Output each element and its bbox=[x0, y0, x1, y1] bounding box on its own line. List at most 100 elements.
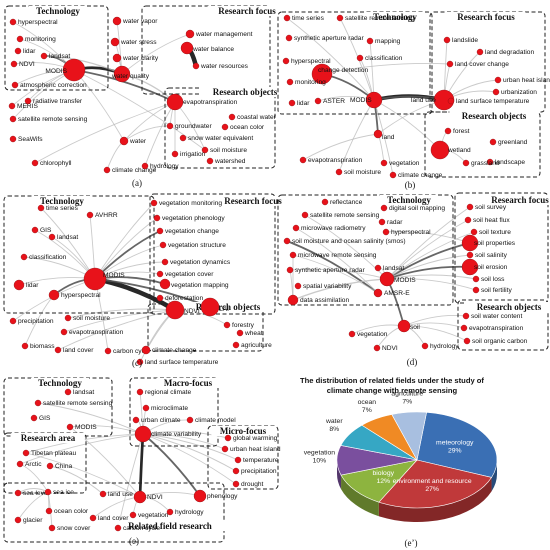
pie-slices bbox=[336, 411, 498, 522]
network-node-e-17 bbox=[14, 489, 22, 497]
network-node-e-6 bbox=[132, 416, 140, 424]
node-label-e-24: NDVI bbox=[147, 494, 163, 501]
network-node-b-6 bbox=[311, 63, 333, 85]
network-node-a-13 bbox=[112, 53, 122, 63]
node-label-a-2: lidar bbox=[23, 48, 36, 55]
network-node-b-18 bbox=[373, 129, 383, 139]
node-label-d-15: soil heat flux bbox=[473, 217, 510, 224]
network-node-c-11 bbox=[159, 241, 167, 249]
node-label-d-22: soil water content bbox=[471, 313, 522, 320]
node-label-d-10: MODIS bbox=[394, 277, 416, 284]
node-label-e-26: hydrology bbox=[175, 509, 204, 516]
category-box-a-1 bbox=[141, 5, 271, 95]
network-edge-a-19 bbox=[123, 125, 171, 142]
network-node-b-11 bbox=[443, 36, 451, 44]
node-label-a-25: watershed bbox=[214, 158, 246, 165]
node-label-e-2: GIS bbox=[39, 415, 51, 422]
network-edge-b-11 bbox=[339, 17, 375, 101]
category-box-d-2 bbox=[457, 299, 549, 351]
network-node-b-12 bbox=[476, 48, 484, 56]
network-edge-a-22 bbox=[43, 55, 123, 75]
network-node-d-27 bbox=[373, 344, 381, 352]
network-node-d-14 bbox=[466, 203, 474, 211]
category-title-b-2: Research objects bbox=[462, 111, 527, 121]
pie-caption: (e’) bbox=[405, 538, 418, 548]
node-label-b-3: mapping bbox=[375, 38, 401, 45]
node-label-d-9: synthetic aperture radar bbox=[295, 267, 365, 274]
node-label-b-14: land use bbox=[411, 97, 436, 104]
network-node-c-19 bbox=[236, 329, 244, 337]
node-label-c-21: precipitation bbox=[18, 318, 54, 325]
pie-title-line-2: climate change with remote sensing bbox=[327, 386, 458, 395]
network-node-d-3 bbox=[378, 218, 386, 226]
network-node-d-17 bbox=[461, 234, 479, 252]
category-title-bg-c-1 bbox=[213, 196, 293, 206]
category-box-e-4 bbox=[3, 482, 225, 543]
pie-slice-side-1-0 bbox=[378, 477, 492, 522]
category-title-a-0: Technology bbox=[36, 6, 80, 16]
network-edge-d-24 bbox=[386, 278, 477, 291]
network-node-b-7 bbox=[286, 78, 294, 86]
node-label-a-1: monitoring bbox=[25, 36, 56, 43]
network-node-c-22 bbox=[64, 314, 72, 322]
network-edge-e-6 bbox=[142, 431, 229, 439]
network-node-d-20 bbox=[472, 275, 480, 283]
node-label-e-22: land use bbox=[108, 491, 133, 498]
node-label-b-21: wetland bbox=[447, 147, 471, 154]
network-edge-b-12 bbox=[286, 17, 375, 101]
node-label-c-2: GIS bbox=[40, 227, 52, 234]
category-title-d-2: Research objects bbox=[477, 302, 542, 312]
node-label-e-4: regional climate bbox=[145, 389, 192, 396]
category-title-bg-a-0 bbox=[29, 6, 87, 16]
node-label-e-25: vegetation bbox=[138, 512, 169, 519]
network-node-d-18 bbox=[466, 251, 474, 259]
network-node-a-7 bbox=[8, 102, 16, 110]
network-node-d-6 bbox=[283, 237, 291, 245]
node-label-d-2: satellite remote sensing bbox=[310, 212, 380, 219]
node-label-e-28: carbon cycle bbox=[123, 525, 160, 532]
node-label-e-12: precipitation bbox=[241, 468, 277, 475]
node-label-e-21: snow cover bbox=[57, 525, 91, 532]
network-node-d-8 bbox=[374, 264, 382, 272]
network-edge-c-25 bbox=[57, 309, 176, 351]
node-label-a-6: atmospheric correction bbox=[20, 82, 87, 89]
pie-slice-2 bbox=[340, 459, 418, 503]
node-label-a-26: water bbox=[129, 138, 147, 145]
network-edge-a-17 bbox=[123, 101, 176, 142]
node-label-d-6: soil moisture and ocean salinity (smos) bbox=[292, 238, 406, 245]
node-label-a-14: water management bbox=[195, 31, 253, 38]
pie-title-line-1: The distribution of related fields under… bbox=[300, 376, 484, 385]
category-title-b-0: Technology bbox=[373, 12, 417, 22]
node-label-d-13: data assimilation bbox=[300, 297, 349, 304]
node-label-d-5: hyperspectral bbox=[391, 229, 431, 236]
category-title-e-0: Technology bbox=[38, 378, 82, 388]
node-label-c-18: forestry bbox=[232, 322, 255, 329]
network-node-e-24 bbox=[133, 490, 147, 504]
network-node-c-16 bbox=[165, 300, 185, 320]
network-node-a-10 bbox=[9, 135, 17, 143]
panel-caption-d: (d) bbox=[407, 357, 418, 367]
node-label-b-8: lidar bbox=[297, 100, 310, 107]
node-label-b-0: time series bbox=[292, 15, 325, 22]
network-node-e-16 bbox=[46, 462, 54, 470]
node-label-b-15: urban heat island bbox=[503, 77, 550, 84]
pie-slice-side-2-0 bbox=[341, 475, 379, 517]
pie-label-percent-5: 7% bbox=[362, 407, 372, 414]
pie-label-percent-6: 7% bbox=[402, 399, 412, 406]
network-node-e-19 bbox=[14, 516, 22, 524]
node-label-e-18: sea ice bbox=[53, 489, 74, 496]
network-node-b-0 bbox=[283, 14, 291, 22]
network-node-d-2 bbox=[301, 211, 309, 219]
category-title-bg-e-1 bbox=[156, 378, 220, 388]
network-edge-d-1 bbox=[386, 242, 471, 280]
category-title-bg-d-0 bbox=[380, 195, 438, 205]
node-label-e-5: microclimate bbox=[151, 405, 188, 412]
node-label-c-5: MODIS bbox=[103, 272, 125, 279]
network-node-c-0 bbox=[37, 204, 45, 212]
node-label-c-28: land surface temperature bbox=[145, 359, 219, 366]
network-edge-e-14 bbox=[49, 465, 104, 495]
network-node-c-3 bbox=[48, 233, 56, 241]
node-label-b-1: satellite remote sensing bbox=[345, 15, 415, 22]
network-node-a-25 bbox=[206, 157, 214, 165]
